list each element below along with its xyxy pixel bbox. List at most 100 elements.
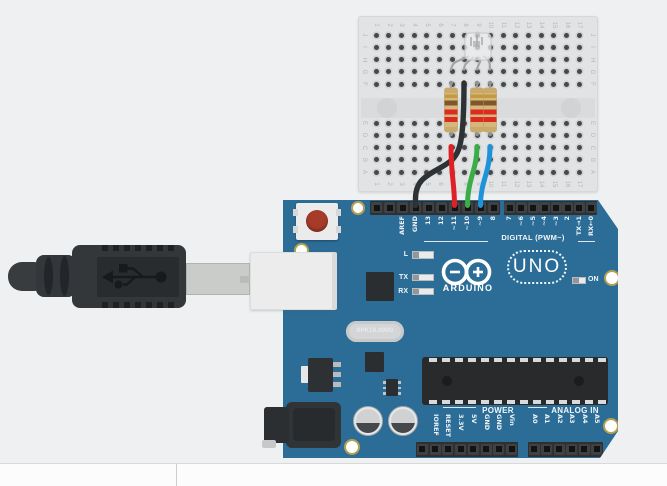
- breadboard-hole: [398, 32, 404, 38]
- breadboard-hole: [500, 145, 506, 151]
- reset-button-cap[interactable]: [306, 210, 328, 232]
- pin-socket[interactable]: [436, 202, 447, 214]
- breadboard-hole: [564, 57, 569, 63]
- pin-socket[interactable]: [384, 202, 395, 214]
- atmega-pin: [572, 400, 580, 404]
- led-tx-label: TX: [399, 274, 408, 281]
- pin-socket[interactable]: [467, 443, 479, 455]
- column-label: 12: [512, 180, 519, 188]
- reset-button[interactable]: [293, 203, 341, 240]
- pin-socket[interactable]: [504, 202, 516, 214]
- breadboard-hole: [475, 132, 481, 138]
- pin-socket[interactable]: [578, 443, 590, 455]
- breadboard-hole: [525, 132, 531, 138]
- pin-socket[interactable]: [515, 202, 527, 214]
- pin-label-10: ~10: [463, 216, 471, 231]
- row-label: B: [361, 157, 367, 162]
- pin-socket[interactable]: [462, 202, 473, 214]
- usb-metal-plug[interactable]: [186, 263, 250, 295]
- pin-socket[interactable]: [429, 443, 441, 455]
- breadboard-hole: [449, 120, 455, 126]
- pin-socket[interactable]: [573, 202, 585, 214]
- digital-header-right[interactable]: [504, 200, 597, 215]
- pin-socket[interactable]: [528, 443, 540, 455]
- pin-socket[interactable]: [506, 443, 518, 455]
- pin-socket[interactable]: [371, 202, 382, 214]
- column-label: 14: [538, 21, 545, 29]
- row-label: G: [361, 69, 367, 75]
- pin-socket[interactable]: [541, 443, 553, 455]
- column-label: 17: [576, 21, 583, 29]
- electrolytic-capacitor: [389, 407, 417, 435]
- breadboard-hole: [500, 81, 506, 87]
- column-label: 4: [411, 182, 418, 186]
- breadboard-hole: [449, 69, 455, 75]
- led-rx-label: RX: [398, 288, 408, 295]
- pin-socket[interactable]: [493, 443, 505, 455]
- reset-button-tab: [293, 226, 298, 233]
- usb-port[interactable]: [250, 252, 337, 310]
- pin-socket[interactable]: [416, 443, 428, 455]
- breadboard-hole: [411, 81, 417, 87]
- pin-label-4: ~4: [540, 216, 549, 226]
- atmega-pin: [455, 358, 463, 362]
- power-header[interactable]: [416, 442, 518, 457]
- row-label: J: [361, 33, 367, 37]
- pin-socket[interactable]: [442, 443, 454, 455]
- breadboard-hole: [525, 120, 531, 126]
- power-caption: POWER: [482, 406, 514, 415]
- analog-header[interactable]: [528, 442, 603, 457]
- usb-trident-icon: [102, 264, 167, 289]
- breadboard-hole: [538, 169, 544, 175]
- pin-socket[interactable]: [553, 443, 565, 455]
- usb-plug-notch: [240, 276, 250, 283]
- breadboard-hole: [449, 132, 455, 138]
- pin-socket[interactable]: [527, 202, 539, 214]
- row-label: H: [361, 57, 367, 62]
- atmega-pin: [559, 358, 567, 362]
- breadboard-hole: [475, 145, 481, 151]
- pin-label-RESET: RESET: [444, 414, 453, 438]
- pin-socket[interactable]: [480, 443, 492, 455]
- column-label: 11: [500, 180, 506, 188]
- pin-socket[interactable]: [591, 443, 603, 455]
- breadboard-hole: [386, 132, 392, 138]
- pin-socket[interactable]: [455, 443, 467, 455]
- digital-header-left[interactable]: [370, 200, 500, 215]
- pin-socket[interactable]: [562, 202, 574, 214]
- breadboard-hole: [398, 44, 404, 50]
- breadboard-hole: [538, 120, 544, 126]
- pin-socket[interactable]: [449, 202, 460, 214]
- pin-socket[interactable]: [550, 202, 562, 214]
- breadboard-hole: [475, 81, 481, 87]
- digital-caption: DIGITAL (PWM~): [501, 233, 565, 242]
- pin-socket[interactable]: [488, 202, 499, 214]
- reset-button-tab: [293, 209, 298, 216]
- usb-tooth: [124, 245, 130, 251]
- usb-cable-ridge: [60, 256, 69, 296]
- breadboard-hole: [411, 145, 417, 151]
- breadboard-hole: [424, 132, 430, 138]
- breadboard-hole: [564, 169, 569, 175]
- breadboard-hole: [513, 169, 519, 175]
- pin-socket[interactable]: [397, 202, 408, 214]
- pin-socket[interactable]: [539, 202, 551, 214]
- breadboard-gap-circle: [561, 98, 581, 118]
- pin-socket[interactable]: [410, 202, 421, 214]
- row-label: A: [361, 170, 367, 175]
- regulator-leg: [333, 372, 341, 377]
- breadboard-hole: [487, 169, 493, 175]
- usb-tooth: [168, 302, 174, 308]
- breadboard-hole: [424, 69, 430, 75]
- pin-socket[interactable]: [475, 202, 486, 214]
- pin-socket[interactable]: [566, 443, 578, 455]
- usb-cable-boot[interactable]: [36, 255, 76, 297]
- breadboard-hole: [373, 32, 379, 38]
- pin-socket[interactable]: [585, 202, 597, 214]
- breadboard-hole: [462, 44, 468, 50]
- pin-socket[interactable]: [423, 202, 434, 214]
- pin-label-A3: A3: [568, 414, 577, 424]
- led-tx-indicator: [412, 274, 434, 281]
- ic-leg: [398, 386, 401, 389]
